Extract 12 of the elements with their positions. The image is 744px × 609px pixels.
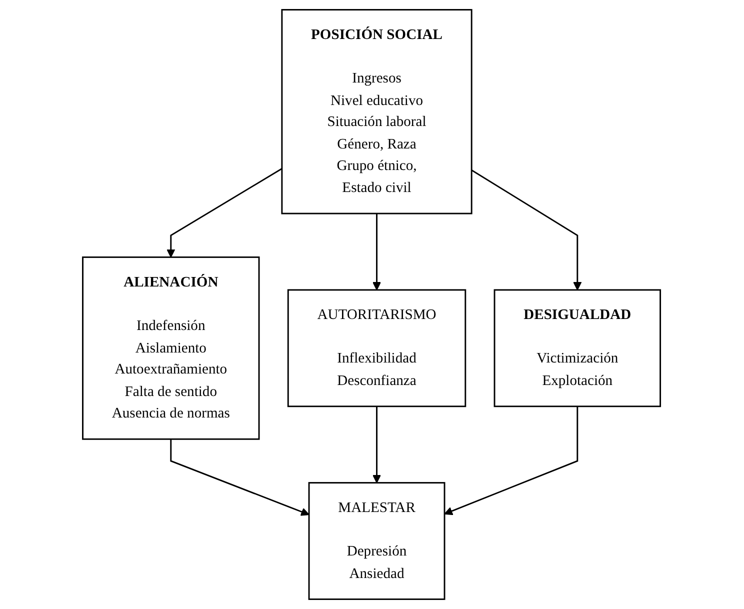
flowchart-diagram: POSICIÓN SOCIAL Ingresos Nivel educativo Situación laboral Género, Raza Grupo étnico, Estado civil ALIENACIÓN Indefensión Aislamiento Autoextrañamiento Falta de sentido Ausencia de normas AUTORITARISMO Inflexibilidad Desconfianza DESIGUALDAD Victimización Explotación MALESTAR Depresión Ansiedad: [75, 2, 669, 607]
node-box: [308, 482, 446, 600]
node-box: [282, 9, 473, 214]
node-box: [82, 256, 260, 440]
arrow: [472, 170, 582, 290]
arrow: [444, 406, 579, 516]
arrow: [167, 168, 283, 258]
node-box: [494, 289, 662, 408]
arrow: [372, 214, 382, 290]
node-box: [288, 289, 467, 408]
arrow: [372, 406, 382, 484]
arrow: [170, 439, 310, 516]
